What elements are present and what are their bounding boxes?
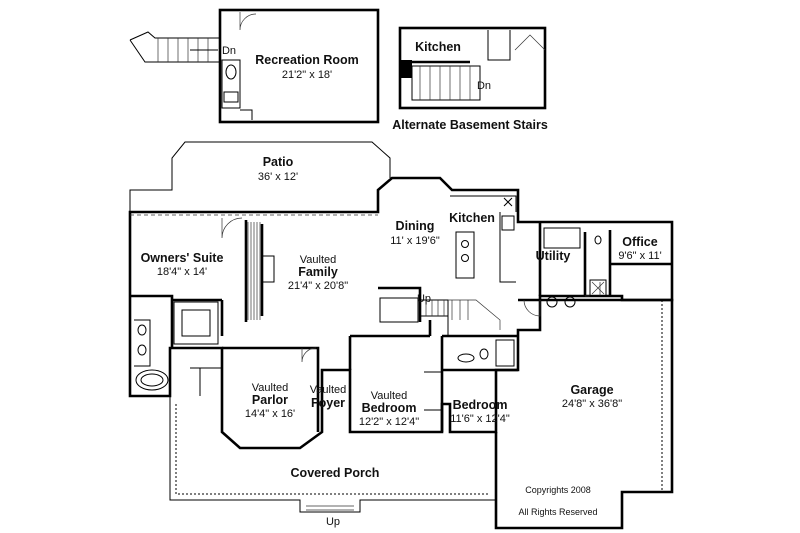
office-dims: 9'6" x 11' (618, 250, 661, 262)
garage-walls (494, 298, 674, 530)
kitchen-name: Kitchen (449, 211, 495, 225)
owners-suite-name: Owners' Suite (141, 251, 224, 265)
alt-stairs-caption: Alternate Basement Stairs (392, 118, 548, 132)
parlor-dims: 14'4" x 16' (245, 408, 295, 420)
garage-dims: 24'8" x 36'8" (562, 398, 622, 410)
bedroom1-dims: 12'2" x 12'4" (359, 416, 419, 428)
stairs-down-label: Dn (222, 45, 236, 57)
recreation-room-plan (129, 8, 380, 124)
patio-name: Patio (263, 155, 294, 169)
bedroom1-label-1: Vaulted (371, 390, 408, 402)
stairs-up-label: Up (417, 293, 431, 305)
family-dims: 21'4" x 20'8" (288, 280, 348, 292)
bedroom2-name: Bedroom (453, 398, 508, 412)
foyer-label-2: Foyer (311, 396, 345, 410)
owners-suite-dims: 18'4" x 14' (157, 266, 207, 278)
bedroom1-label-2: Bedroom (362, 401, 417, 415)
recreation-room-title: Recreation Room (255, 53, 359, 67)
recreation-room-dims: 21'2" x 18' (282, 69, 332, 81)
alternate-stairs-plan (398, 26, 547, 110)
covered-porch-outline (169, 396, 496, 513)
dining-name: Dining (396, 219, 435, 233)
dining-dims: 11' x 19'6" (390, 235, 440, 247)
patio-dims: 36' x 12' (258, 171, 298, 183)
utility-name: Utility (536, 249, 571, 263)
office-name: Office (622, 235, 657, 249)
parlor-label-2: Parlor (252, 393, 288, 407)
copyright-text: Copyrights 2008 (525, 485, 591, 495)
patio-outline (129, 141, 391, 212)
covered-porch-name: Covered Porch (291, 466, 380, 480)
bedroom2-dims: 11'6" x 12'4" (450, 413, 510, 425)
family-label-2: Family (298, 265, 338, 279)
alt-stairs-down-label: Dn (477, 80, 491, 92)
porch-up-label: Up (326, 516, 340, 528)
rights-text: All Rights Reserved (518, 507, 597, 517)
main-house-walls (128, 176, 674, 450)
parlor-label-1: Vaulted (252, 382, 289, 394)
foyer-label-1: Vaulted (310, 384, 347, 396)
alt-kitchen-label: Kitchen (415, 40, 461, 54)
garage-name: Garage (570, 383, 613, 397)
family-label-1: Vaulted (300, 254, 337, 266)
